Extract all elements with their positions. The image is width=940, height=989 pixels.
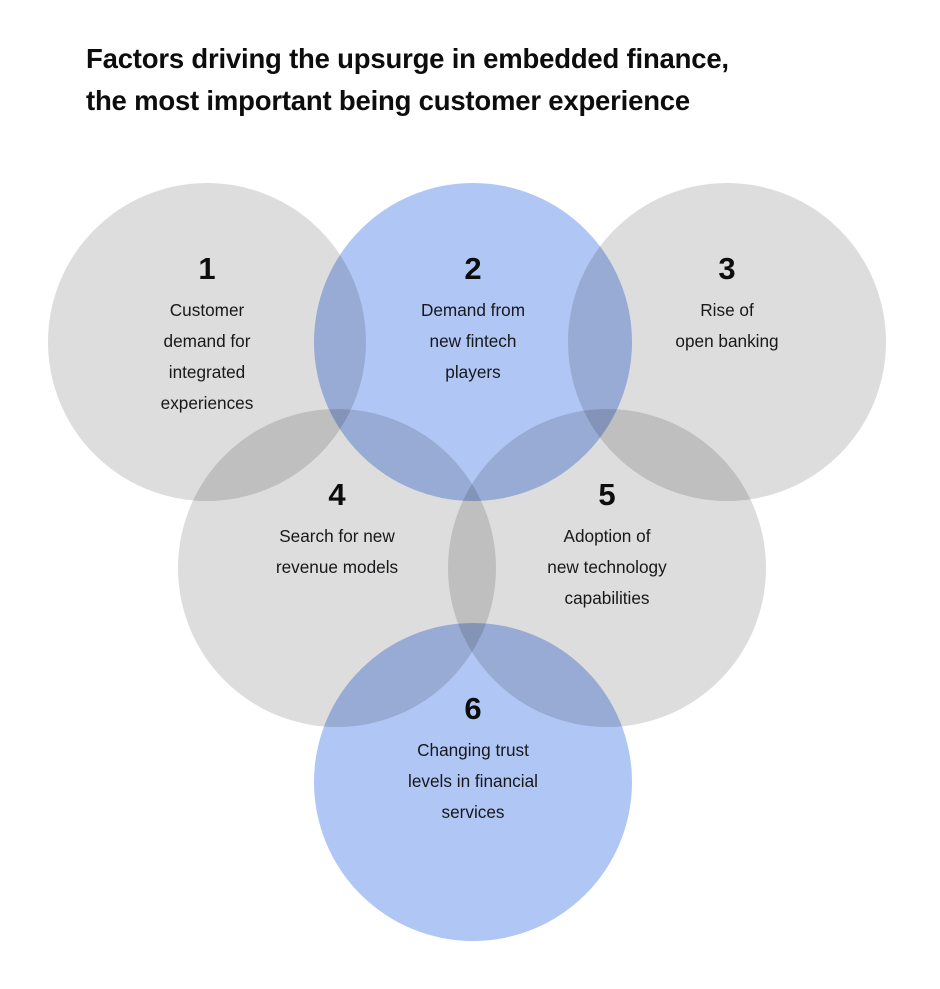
venn-circle-6[interactable] (314, 623, 632, 941)
page-title: Factors driving the upsurge in embedded … (86, 43, 729, 116)
